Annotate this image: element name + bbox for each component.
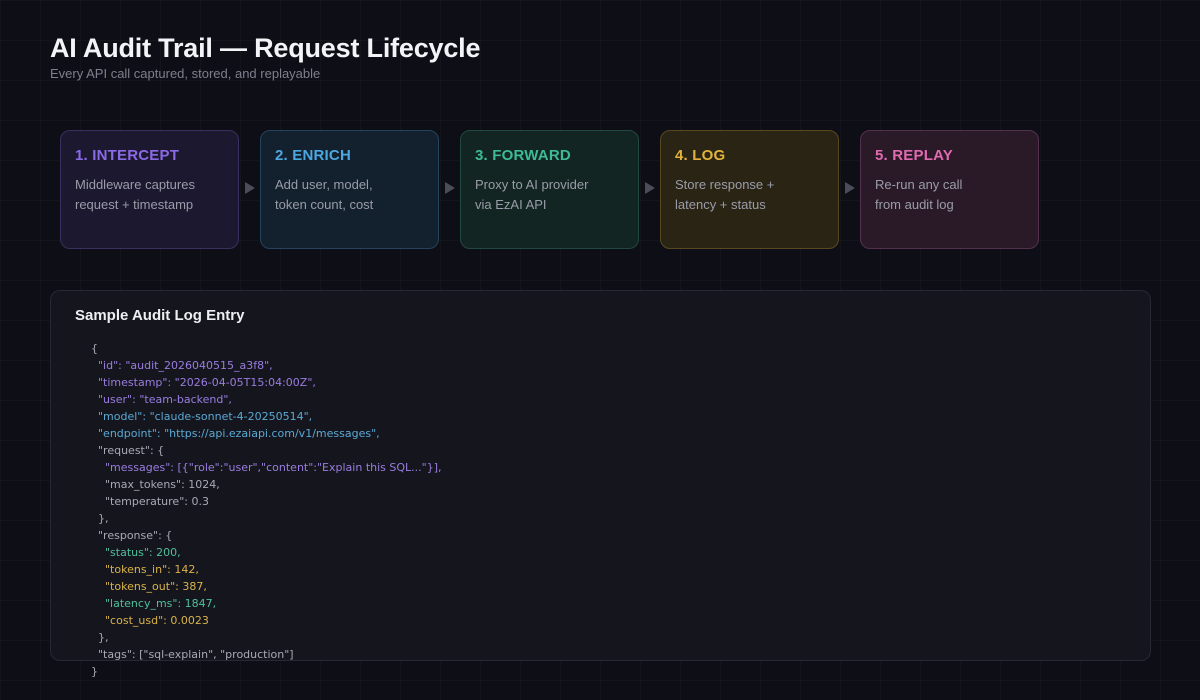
code-value: { — [91, 342, 98, 355]
code-key: "user" — [98, 393, 133, 406]
code-key: "temperature" — [105, 495, 185, 508]
code-line: } — [91, 663, 442, 680]
code-value: : { — [149, 444, 165, 457]
code-value: : "claude-sonnet-4-20250514", — [142, 410, 313, 423]
code-value: : { — [158, 529, 173, 542]
json-code-block: { "id": "audit_2026040515_a3f8", "timest… — [91, 340, 442, 680]
code-key: "cost_usd" — [105, 614, 164, 627]
code-line: "response": { — [91, 527, 442, 544]
code-value: : "team-backend", — [132, 393, 232, 406]
code-value: }, — [98, 512, 109, 525]
arrow-right-icon — [445, 182, 455, 194]
code-key: "messages" — [105, 461, 171, 474]
code-key: "timestamp" — [98, 376, 168, 389]
code-value: } — [91, 665, 98, 678]
code-line: "messages": [{"role":"user","content":"E… — [91, 459, 442, 476]
step-title: 1. INTERCEPT — [75, 147, 180, 164]
code-line: "id": "audit_2026040515_a3f8", — [91, 357, 442, 374]
code-key: "max_tokens" — [105, 478, 182, 491]
code-key: "endpoint" — [98, 427, 157, 440]
code-line: "temperature": 0.3 — [91, 493, 442, 510]
code-line: "timestamp": "2026-04-05T15:04:00Z", — [91, 374, 442, 391]
code-value: : "2026-04-05T15:04:00Z", — [167, 376, 316, 389]
step-intercept: 1. INTERCEPT Middleware captures request… — [60, 130, 239, 249]
step-description: Proxy to AI provider via EzAI API — [475, 177, 589, 212]
code-key: "response" — [98, 529, 159, 542]
code-value: : [{"role":"user","content":"Explain thi… — [170, 461, 442, 474]
header: AI Audit Trail — Request Lifecycle Every… — [50, 30, 481, 82]
code-value: : "https://api.ezaiapi.com/v1/messages", — [156, 427, 380, 440]
code-line: }, — [91, 629, 442, 646]
step-log: 4. LOG Store response + latency + status — [660, 130, 839, 249]
code-line: "user": "team-backend", — [91, 391, 442, 408]
code-key: "tokens_in" — [105, 563, 168, 576]
code-key: "model" — [98, 410, 143, 423]
page-title: AI Audit Trail — Request Lifecycle — [50, 33, 481, 63]
step-description: Middleware captures request + timestamp — [75, 177, 195, 212]
code-key: "id" — [98, 359, 119, 372]
audit-log-panel: Sample Audit Log Entry { "id": "audit_20… — [50, 290, 1151, 678]
code-value: : 200, — [148, 546, 181, 559]
arrow-right-icon — [845, 182, 855, 194]
code-value: : 0.3 — [184, 495, 209, 508]
step-description: Re-run any call from audit log — [875, 177, 963, 212]
step-forward: 3. FORWARD Proxy to AI provider via EzAI… — [460, 130, 639, 249]
code-value: : 387, — [175, 580, 207, 593]
code-line: "endpoint": "https://api.ezaiapi.com/v1/… — [91, 425, 442, 442]
arrow-right-icon — [245, 182, 255, 194]
code-line: "tokens_in": 142, — [91, 561, 442, 578]
code-line: "latency_ms": 1847, — [91, 595, 442, 612]
code-line: { — [91, 340, 442, 357]
code-key: "status" — [105, 546, 149, 559]
step-title: 4. LOG — [675, 147, 726, 164]
code-value: : 1847, — [177, 597, 217, 610]
code-value: : "audit_2026040515_a3f8", — [118, 359, 273, 372]
step-description: Store response + latency + status — [675, 177, 775, 212]
code-value: }, — [98, 631, 109, 644]
step-title: 5. REPLAY — [875, 147, 953, 164]
lifecycle-flow: 1. INTERCEPT Middleware captures request… — [60, 130, 1060, 251]
code-line: "tags": ["sql-explain", "production"] — [91, 646, 442, 663]
code-line: "tokens_out": 387, — [91, 578, 442, 595]
code-line: "max_tokens": 1024, — [91, 476, 442, 493]
code-key: "tokens_out" — [105, 580, 176, 593]
code-line: "request": { — [91, 442, 442, 459]
code-key: "request" — [98, 444, 150, 457]
code-line: "cost_usd": 0.0023 — [91, 612, 442, 629]
arrow-right-icon — [645, 182, 655, 194]
code-line: }, — [91, 510, 442, 527]
step-replay: 5. REPLAY Re-run any call from audit log — [860, 130, 1039, 249]
code-value: : 142, — [167, 563, 199, 576]
code-key: "latency_ms" — [105, 597, 178, 610]
panel-title: Sample Audit Log Entry — [75, 307, 245, 324]
step-title: 2. ENRICH — [275, 147, 351, 164]
code-value: : 0.0023 — [163, 614, 209, 627]
page-subtitle: Every API call captured, stored, and rep… — [50, 66, 321, 81]
step-description: Add user, model, token count, cost — [275, 177, 374, 212]
step-enrich: 2. ENRICH Add user, model, token count, … — [260, 130, 439, 249]
code-value: : ["sql-explain", "production"] — [131, 648, 294, 661]
code-key: "tags" — [98, 648, 132, 661]
code-line: "model": "claude-sonnet-4-20250514", — [91, 408, 442, 425]
step-title: 3. FORWARD — [475, 147, 571, 164]
code-line: "status": 200, — [91, 544, 442, 561]
code-value: : 1024, — [181, 478, 220, 491]
